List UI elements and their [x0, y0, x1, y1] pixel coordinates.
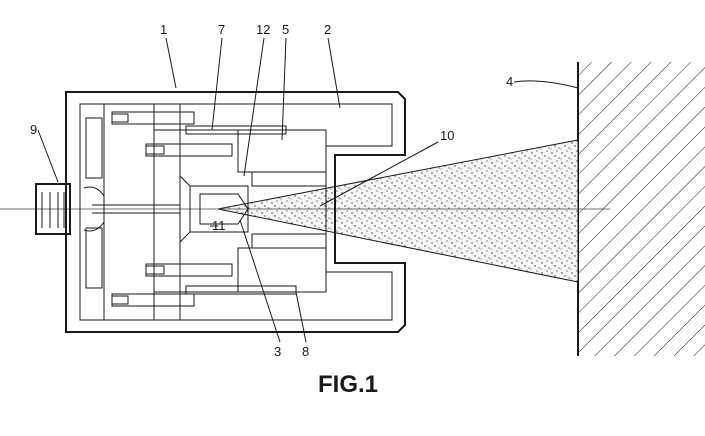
ref-5: 5 — [282, 22, 289, 37]
light-cone — [217, 139, 579, 283]
ref-10: 10 — [440, 128, 454, 143]
figure-caption: FIG.1 — [318, 371, 378, 398]
ref-1: 1 — [160, 22, 167, 37]
ref-12: 12 — [256, 22, 270, 37]
circuit-strip-8 — [185, 285, 297, 295]
ref-2: 2 — [324, 22, 331, 37]
circuit-strip-7 — [185, 125, 287, 135]
screws — [111, 111, 233, 307]
ref-9: 9 — [30, 122, 37, 137]
ref-8: 8 — [302, 344, 309, 359]
ref-11: 11 — [212, 218, 226, 233]
rear-coils — [85, 117, 103, 289]
ref-3: 3 — [274, 344, 281, 359]
ref-7: 7 — [218, 22, 225, 37]
lens-holder-5 — [237, 129, 327, 293]
connector-9 — [35, 183, 71, 235]
emitter-11 — [83, 175, 249, 243]
ref-4: 4 — [506, 74, 513, 89]
leader-lines — [37, 37, 579, 343]
carrier-plate — [103, 103, 181, 321]
